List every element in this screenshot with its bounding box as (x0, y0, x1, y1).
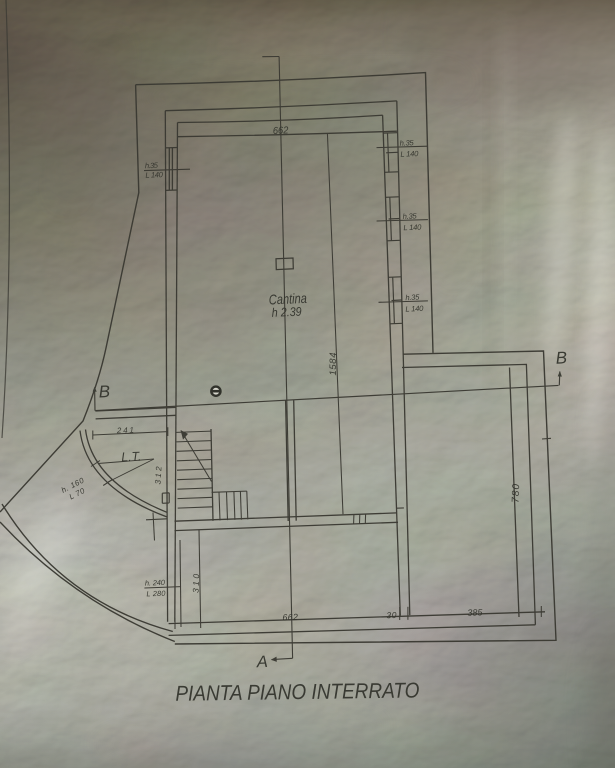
svg-text:A: A (256, 653, 269, 671)
svg-text:L 140: L 140 (403, 222, 422, 232)
svg-text:241: 241 (116, 426, 134, 436)
svg-text:780: 780 (511, 483, 523, 503)
svg-text:Cantina: Cantina (268, 290, 307, 308)
svg-text:h.35: h.35 (405, 293, 420, 303)
svg-text:662: 662 (273, 125, 289, 137)
svg-text:L 140: L 140 (405, 304, 424, 314)
svg-text:h.35: h.35 (145, 161, 159, 171)
svg-text:312: 312 (154, 466, 164, 485)
svg-text:385: 385 (467, 607, 483, 618)
svg-text:L.T.: L.T. (121, 449, 142, 465)
svg-text:662: 662 (282, 612, 298, 623)
svg-text:310: 310 (191, 573, 202, 593)
svg-text:L 280: L 280 (146, 589, 166, 599)
svg-text:30: 30 (386, 610, 397, 620)
svg-text:h.35: h.35 (402, 211, 417, 221)
svg-text:B: B (98, 382, 110, 402)
svg-text:PIANTA PIANO INTERRATO: PIANTA PIANO INTERRATO (175, 678, 420, 705)
svg-text:1584: 1584 (328, 353, 339, 376)
svg-text:B: B (555, 348, 567, 368)
svg-text:h. 240: h. 240 (145, 578, 166, 588)
svg-text:h 2.39: h 2.39 (271, 305, 302, 320)
svg-text:L 140: L 140 (145, 170, 164, 180)
svg-text:L 140: L 140 (400, 149, 419, 159)
svg-text:h.35: h.35 (399, 138, 414, 148)
